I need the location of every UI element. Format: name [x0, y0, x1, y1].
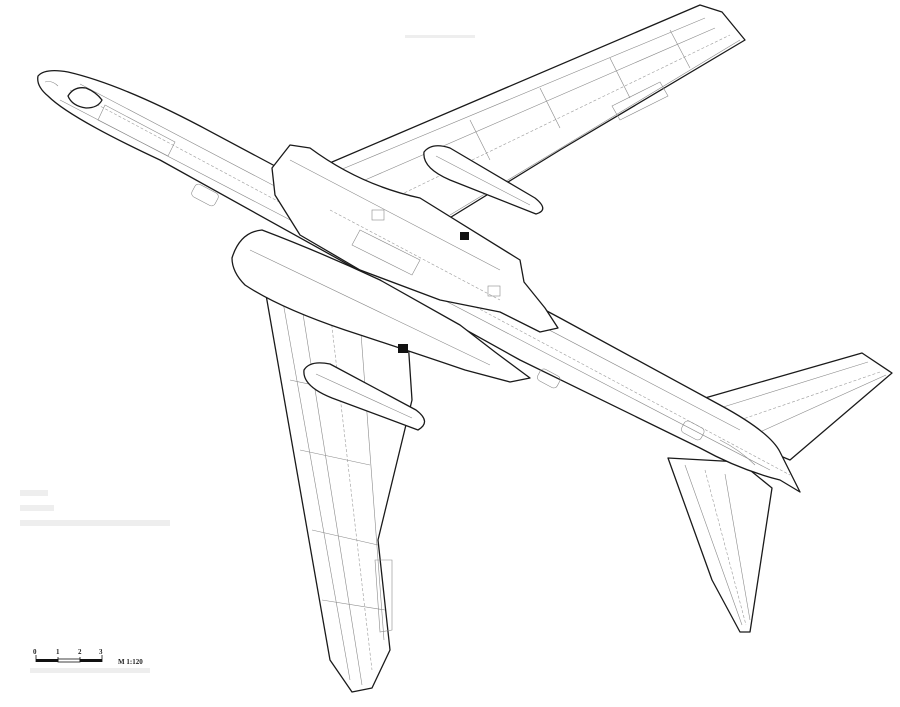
scale-tick-1: 1	[56, 648, 60, 656]
lower-tailplane	[667, 457, 773, 633]
marker-square	[460, 232, 469, 240]
scale-tick-0: 0	[33, 648, 37, 656]
scale-bar: 0 1 2 3 M 1:120	[33, 648, 143, 666]
marker-square	[398, 344, 408, 353]
scale-tick-3: 3	[99, 648, 103, 656]
scale-tick-2: 2	[78, 648, 82, 656]
faint-notes	[20, 35, 475, 673]
lower-wing	[261, 271, 413, 693]
lower-wing-pod	[303, 362, 426, 431]
engine-nacelle-block	[231, 144, 559, 383]
scale-label: M 1:120	[118, 658, 143, 666]
upper-wing-pod	[423, 145, 544, 215]
